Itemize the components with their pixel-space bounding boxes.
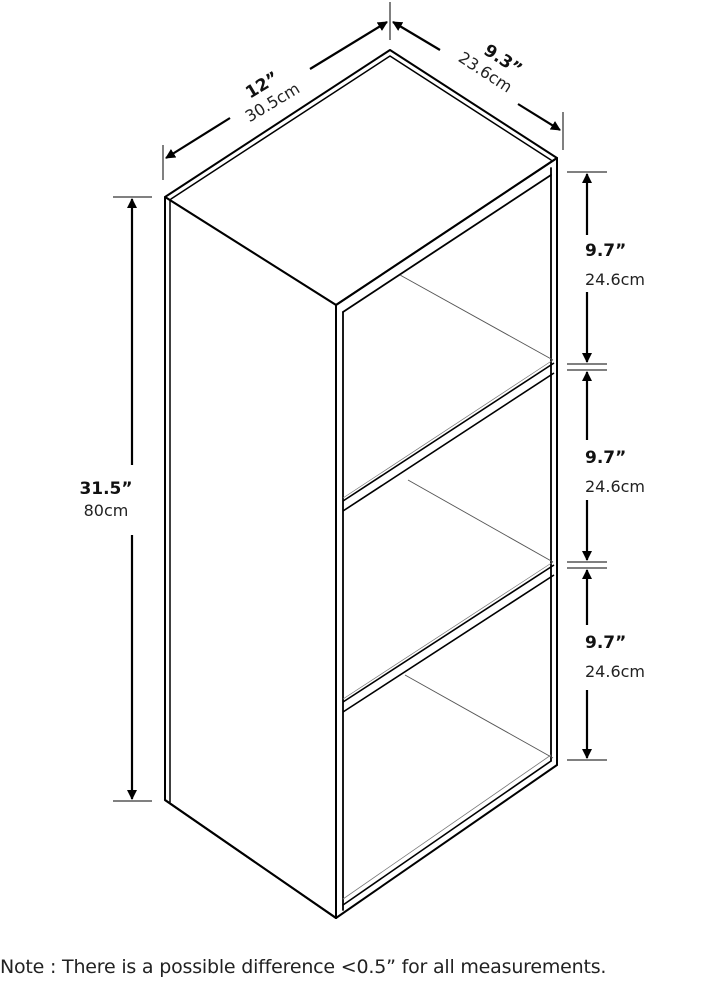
shelf-1-inches-label: 9.7”	[585, 241, 626, 261]
shelf-3-inches-label: 9.7”	[585, 633, 626, 653]
shelf-height-dimensions	[567, 171, 607, 761]
height-cm-label: 80cm	[84, 501, 129, 520]
shelf-3-cm-label: 24.6cm	[585, 662, 645, 681]
cabinet-outline	[164, 49, 558, 919]
shelf-1	[342, 274, 555, 512]
depth-dimension	[392, 21, 564, 150]
height-dimension	[113, 196, 152, 802]
shelf-3-back-line	[404, 674, 554, 759]
shelf-2-inches-label: 9.7”	[585, 448, 626, 468]
height-inches-label: 31.5”	[79, 479, 132, 499]
width-dimension	[162, 2, 391, 180]
shelf-2	[342, 479, 555, 713]
measurement-note: Note : There is a possible difference <0…	[0, 956, 607, 978]
shelf-1-cm-label: 24.6cm	[585, 270, 645, 289]
shelf-2-cm-label: 24.6cm	[585, 477, 645, 496]
